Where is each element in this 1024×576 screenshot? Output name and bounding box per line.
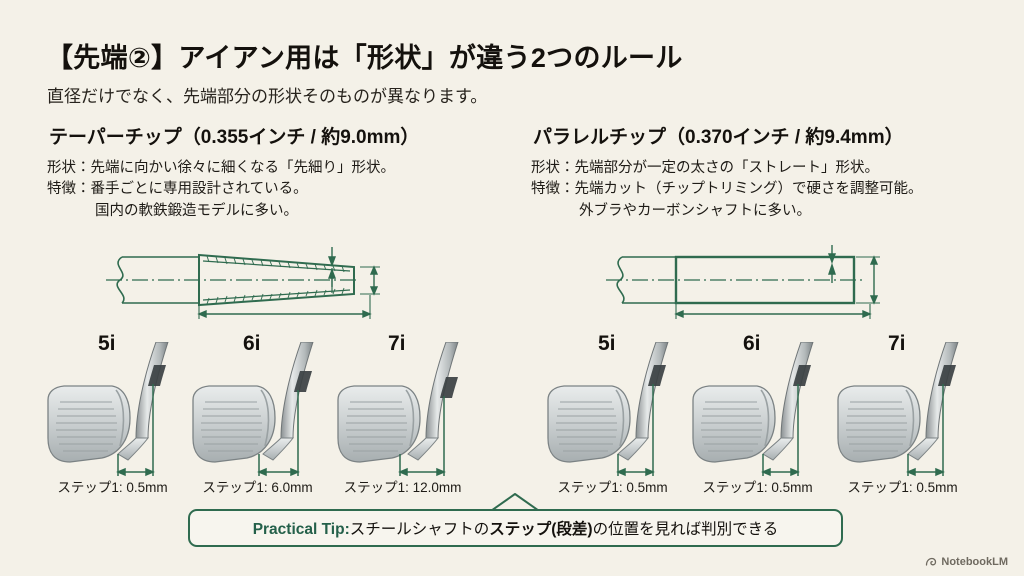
page-title: 【先端②】アイアン用は「形状」が違う2つのルール [46,43,683,73]
step-value-label: ステップ1: 6.0mm [202,480,313,495]
club-group-tapered: 5i [40,326,475,501]
iron-club-icon [685,341,830,487]
step-measure-marks [398,396,446,477]
shaft-step-band [648,365,666,386]
club-label: 7i [888,332,906,355]
column-line-feature2-tapered: 国内の軟鉄鍛造モデルに多い。 [95,202,298,219]
column-line-feature-parallel: 特徴：先端カット（チップトリミング）で硬さを調整可能。 [531,181,923,198]
step-value-label: ステップ1: 0.5mm [702,480,813,495]
step-value-label: ステップ1: 0.5mm [847,480,958,495]
iron-club-icon [40,341,185,487]
tapered-shaft-diagram [104,243,414,328]
iron-club-icon [830,341,975,487]
step-measure-marks [906,384,945,477]
club-label: 5i [98,332,116,355]
club-item-6i-parallel: 6i [685,326,830,501]
shaft-step-band [294,371,312,392]
step-value-label: ステップ1: 0.5mm [57,480,168,495]
footer-brand-label: NotebookLM [941,556,1008,568]
club-label: 5i [598,332,616,355]
step-measure-marks [761,384,800,477]
page-subtitle: 直径だけでなく、先端部分の形状そのものが異なります。 [47,87,488,106]
column-tapered: テーパーチップ（0.355インチ / 約9.0mm） 形状：先端に向かい徐々に細… [47,122,517,222]
tip-prefix: Practical Tip: [252,521,350,538]
step-value-label: ステップ1: 0.5mm [557,480,668,495]
iron-club-icon [330,341,475,487]
step-measure-marks [616,384,655,477]
shaft-step-band [148,365,166,386]
iron-club-icon [540,341,685,487]
club-item-7i-tapered: 7i [330,326,475,501]
shaft-step-band [938,365,956,386]
column-line-shape-tapered: 形状：先端に向かい徐々に細くなる「先細り」形状。 [47,160,395,176]
notebooklm-icon [925,556,937,568]
column-line-feature-tapered: 特徴：番手ごとに専用設計されている。 [47,181,308,198]
club-item-6i-tapered: 6i [185,326,330,501]
club-group-parallel: 5i [540,326,975,501]
club-item-5i-parallel: 5i [540,326,685,501]
practical-tip-box: Practical Tip:スチールシャフトのステップ(段差)の位置を見れば判別… [188,509,843,547]
step-value-label: ステップ1: 12.0mm [343,480,462,495]
club-item-7i-parallel: 7i [830,326,975,501]
club-label: 6i [743,332,761,355]
column-line-feature2-parallel: 外ブラやカーボンシャフトに多い。 [579,202,811,219]
column-heading-tapered: テーパーチップ（0.355インチ / 約9.0mm） [49,127,420,148]
step-measure-marks [257,390,300,477]
footer-brand: NotebookLM [925,556,1008,568]
column-line-shape-parallel: 形状：先端部分が一定の太さの「ストレート」形状。 [531,160,879,176]
practical-tip-text: Practical Tip:スチールシャフトのステップ(段差)の位置を見れば判別… [253,517,779,539]
parallel-shaft-diagram [604,243,914,328]
step-measure-marks [116,384,155,477]
club-item-5i-tapered: 5i [40,326,185,501]
iron-club-icon [185,341,330,487]
shaft-step-band [793,365,811,386]
column-parallel: パラレルチップ（0.370インチ / 約9.4mm） 形状：先端部分が一定の太さ… [531,122,1011,222]
club-label: 6i [243,332,261,355]
club-label: 7i [388,332,406,355]
shaft-step-band [440,377,458,398]
tip-body-bold: ステップ(段差) [489,521,593,538]
column-heading-parallel: パラレルチップ（0.370インチ / 約9.4mm） [533,127,904,148]
tip-body-1: スチールシャフトの [349,521,490,538]
tip-body-2: の位置を見れば判別できる [592,521,779,538]
